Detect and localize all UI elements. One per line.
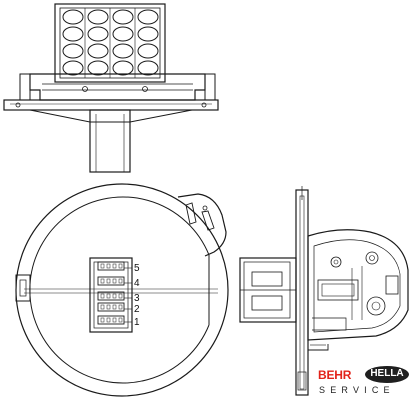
resistor-housing	[307, 229, 409, 341]
top-view	[3, 3, 219, 173]
pin-contact	[118, 263, 123, 269]
front-view: 5 4 3 2 1	[15, 183, 229, 397]
resistor-cell	[62, 43, 84, 59]
pin-slots	[97, 261, 125, 325]
outer-flange-circle	[15, 183, 229, 397]
pin-contact	[112, 304, 117, 310]
resistor-cell	[112, 9, 134, 25]
pin-leaders	[124, 267, 132, 323]
pin-label-3: 3	[134, 293, 140, 304]
resistor-cell	[112, 43, 134, 59]
connector-stem	[89, 109, 131, 173]
pin-slot	[97, 276, 125, 286]
resistor-cell	[112, 26, 134, 42]
pin-connector	[89, 257, 133, 333]
resistor-cell	[112, 60, 134, 76]
inner-ring	[29, 196, 210, 384]
pin-contact	[118, 304, 123, 310]
resistor-grid-frame	[54, 3, 166, 83]
resistor-cell	[137, 26, 159, 42]
behr-hella-logo: BEHR HELLA SERVICE	[318, 366, 412, 398]
pin-contact	[118, 293, 123, 299]
pin-contact	[100, 263, 105, 269]
side-view	[239, 186, 409, 396]
pin-contact	[118, 278, 123, 284]
pin-label-5: 5	[134, 263, 140, 274]
pin-slot	[97, 315, 125, 325]
resistor-cell	[137, 60, 159, 76]
service-label: SERVICE	[319, 385, 395, 395]
pin-contact	[106, 278, 111, 284]
pin-contact	[112, 293, 117, 299]
pin-label-4: 4	[134, 278, 140, 289]
pin-contact	[106, 304, 111, 310]
resistor-cell	[87, 26, 109, 42]
hella-wordmark: HELLA	[370, 368, 404, 379]
pin-contact	[106, 293, 111, 299]
pin-contact	[112, 278, 117, 284]
pin-contact	[106, 317, 111, 323]
pin-contact	[106, 263, 111, 269]
resistor-cell	[62, 9, 84, 25]
mounting-plate	[295, 189, 309, 396]
resistor-cell	[137, 9, 159, 25]
resistor-cell	[87, 60, 109, 76]
pin-slot	[97, 302, 125, 312]
pin-contact	[112, 317, 117, 323]
pin-contact	[100, 317, 105, 323]
mounting-tab	[177, 193, 227, 257]
resistor-cell	[137, 43, 159, 59]
pin-contact	[100, 304, 105, 310]
pin-label-1: 1	[134, 317, 140, 328]
pin-label-2: 2	[134, 304, 140, 315]
resistor-cell	[62, 26, 84, 42]
pin-contact	[118, 317, 123, 323]
pin-contact	[112, 263, 117, 269]
pin-slot	[97, 261, 125, 271]
hella-oval: HELLA	[365, 366, 409, 383]
behr-wordmark: BEHR	[318, 368, 352, 382]
pin-slot	[97, 291, 125, 301]
resistor-grid-cells	[62, 8, 159, 78]
resistor-cell	[87, 43, 109, 59]
pin-contact	[100, 293, 105, 299]
base-flange	[3, 99, 219, 111]
resistor-cell	[87, 9, 109, 25]
resistor-cell	[62, 60, 84, 76]
pin-contact	[100, 278, 105, 284]
